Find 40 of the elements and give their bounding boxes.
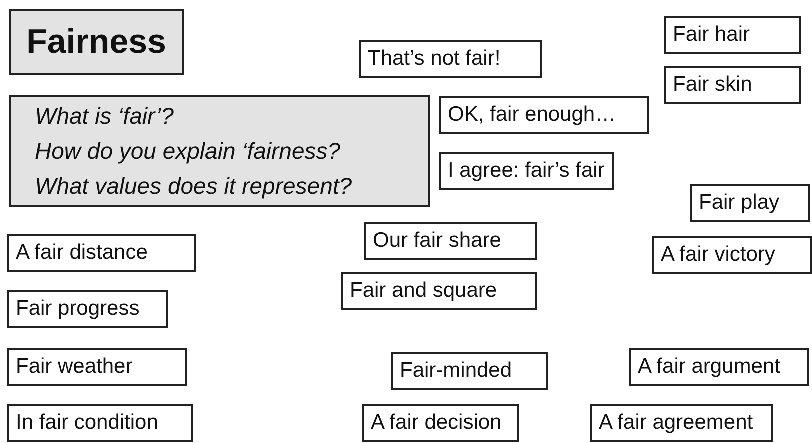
phrase-box [391,352,548,390]
phrase-box [590,404,773,442]
phrase-text: Fair hair [673,22,750,48]
phrase-box [690,184,810,222]
phrase-text: I agree: fair’s fair [448,158,605,184]
phrase-text: A fair distance [16,240,148,266]
phrase-box [664,66,801,104]
phrase-text: Fair-minded [400,358,512,384]
title-box [9,9,184,75]
phrase-box [341,272,537,310]
phrase-text: Fair weather [16,354,133,380]
phrase-box [359,40,542,78]
phrase-text: Fair skin [673,72,752,98]
phrase-text: A fair argument [638,354,780,380]
phrase-text: A fair agreement [599,410,754,436]
title-text: Fairness [26,22,166,62]
phrase-text: Fair and square [350,278,498,304]
phrase-box [364,222,537,260]
phrase-box [362,404,519,442]
phrase-text: Our fair share [373,228,502,254]
question-text: How do you explain ‘fairness? [35,136,341,166]
phrase-box [664,16,801,54]
phrase-box [439,152,614,190]
phrase-box [7,404,193,442]
phrase-text: OK, fair enough… [448,102,616,128]
phrase-text: Fair progress [16,296,140,322]
phrase-box [629,348,809,386]
phrase-text: In fair condition [16,410,158,436]
phrase-box [7,290,168,328]
phrase-box [652,236,812,274]
phrase-box [7,234,196,272]
phrase-text: A fair victory [661,242,776,268]
phrase-box [439,96,649,134]
phrase-text: That’s not fair! [368,46,501,72]
question-text: What values does it represent? [35,172,352,201]
phrase-text: Fair play [699,190,780,216]
phrase-box [7,348,187,386]
question-box [9,95,430,207]
phrase-text: A fair decision [371,410,502,436]
question-text: What is ‘fair’? [35,102,174,130]
